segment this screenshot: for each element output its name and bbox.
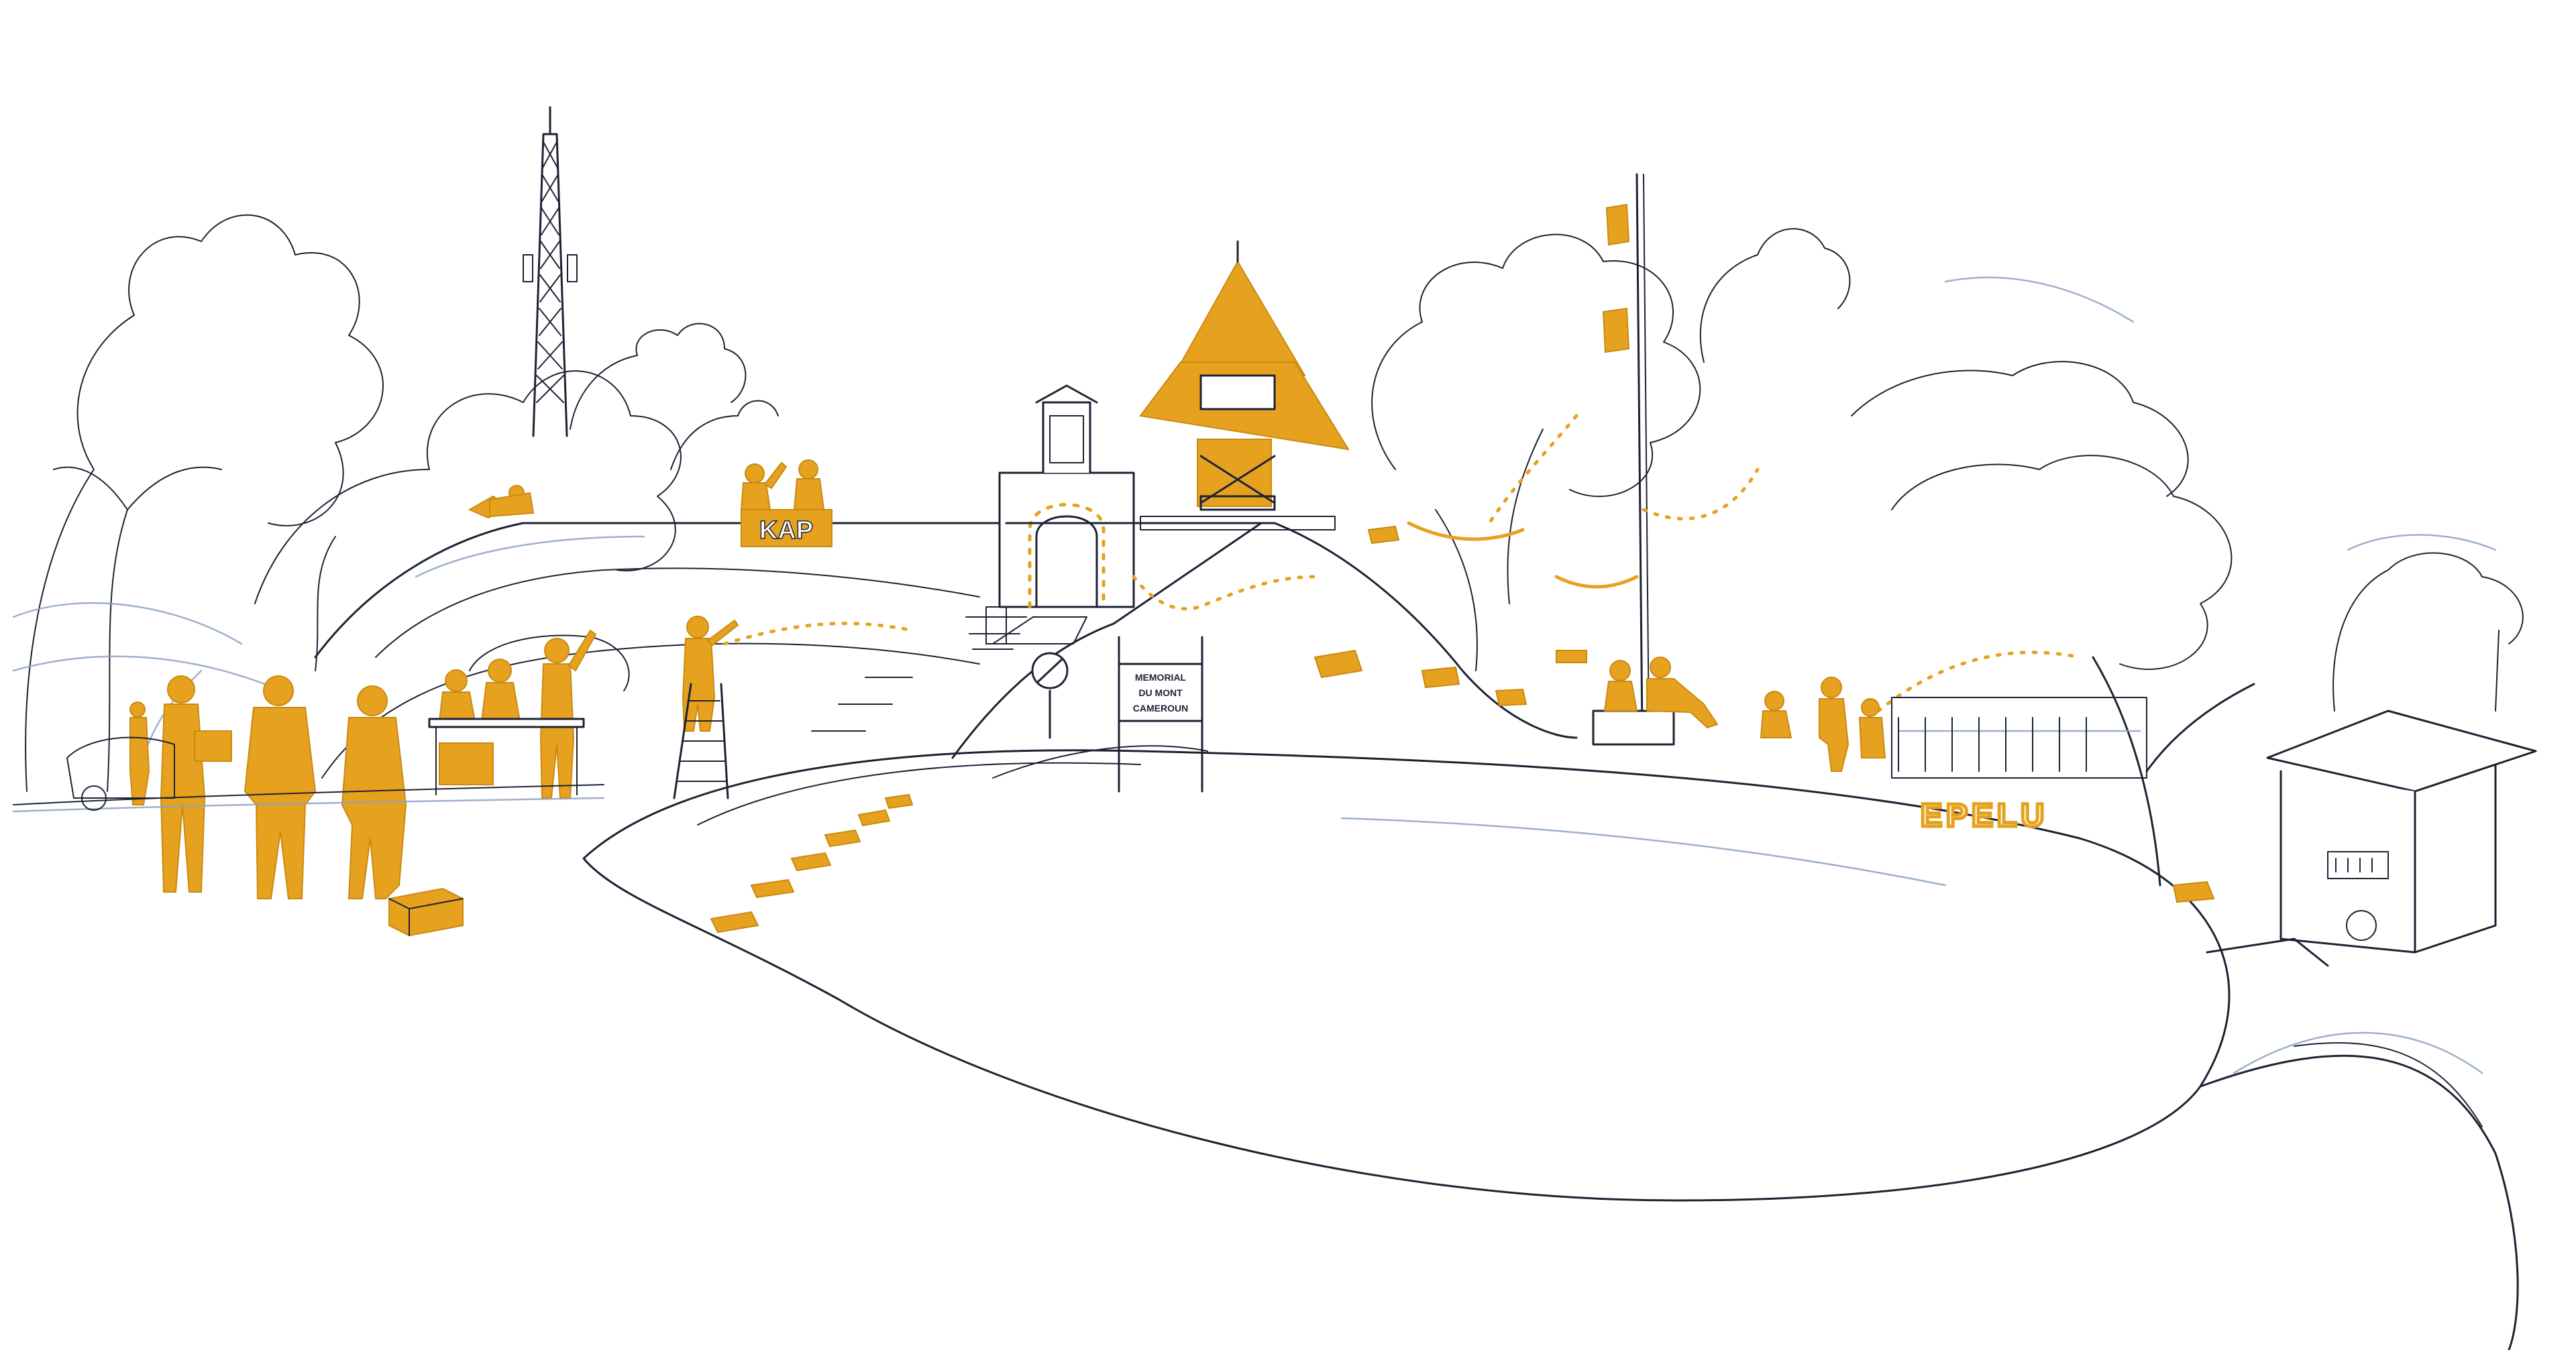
ladder-worker bbox=[673, 616, 739, 799]
people-left-group bbox=[129, 675, 464, 937]
people-upper-terrace bbox=[468, 459, 825, 519]
memorial-sign-line-1: MEMORIAL bbox=[1135, 672, 1187, 683]
memorial-sign-line-2: DU MONT bbox=[1138, 687, 1183, 698]
upper-terrace bbox=[314, 522, 1008, 779]
string-lights bbox=[722, 414, 2082, 713]
kap-banner-text: KAP bbox=[759, 516, 813, 545]
memorial-sign: MEMORIAL DU MONT CAMEROUN bbox=[1118, 636, 1203, 793]
foreground-hill bbox=[582, 749, 2519, 1350]
epelu-lettering: EPELU bbox=[1921, 798, 2048, 834]
radio-tower bbox=[523, 106, 578, 437]
people-stall-group bbox=[428, 629, 597, 799]
memorial-sign-line-3: CAMEROUN bbox=[1133, 703, 1188, 714]
right-trees bbox=[1371, 228, 2524, 887]
terrace-stairs bbox=[811, 616, 1027, 732]
tower-trees bbox=[570, 323, 779, 470]
people-bench-group bbox=[1592, 657, 1886, 772]
pagoda-tower bbox=[1139, 240, 1350, 530]
left-ground bbox=[12, 736, 605, 813]
epelu-building: EPELU bbox=[1891, 697, 2147, 836]
left-tree-line bbox=[12, 214, 682, 793]
round-road-sign bbox=[1031, 652, 1069, 739]
kap-banner: KAP bbox=[741, 509, 833, 547]
central-mound bbox=[951, 522, 1578, 779]
hill-path-steps bbox=[710, 793, 914, 934]
right-houses bbox=[2172, 710, 2537, 967]
monument-gate bbox=[985, 384, 1135, 644]
light-pole bbox=[1556, 173, 1650, 732]
